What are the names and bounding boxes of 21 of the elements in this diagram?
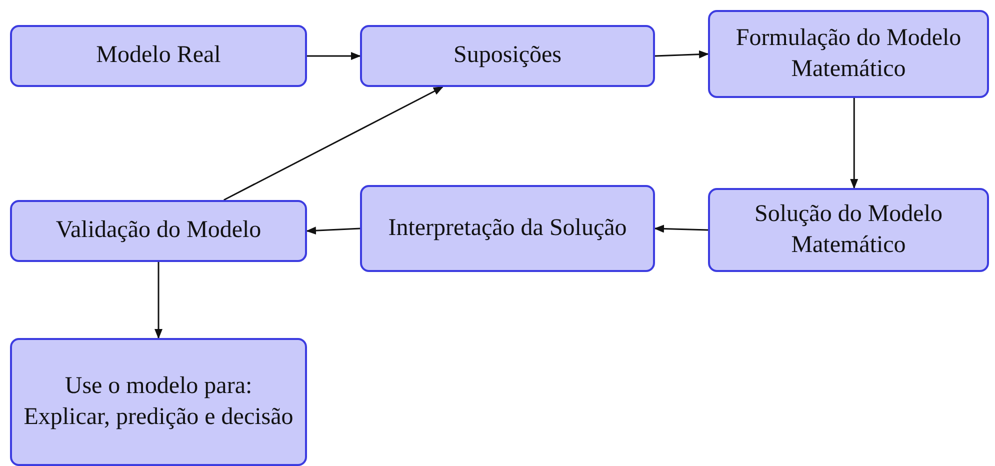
arrow: [224, 86, 444, 201]
arrow: [654, 50, 709, 58]
box-label: Solução do Modelo Matemático: [754, 200, 944, 260]
box-label: Use o modelo para: Explicar, predição e decisão: [22, 372, 294, 432]
process-box: [708, 188, 989, 272]
process-box: [360, 185, 655, 272]
arrow: [654, 224, 708, 233]
process-box: [708, 10, 989, 98]
process-box: [360, 25, 655, 87]
box-label: Validação do Modelo: [56, 216, 262, 246]
arrow: [306, 226, 360, 235]
box-label: Suposições: [454, 41, 562, 70]
arrow: [307, 52, 361, 60]
box-label: Formulação do Modelo Matemático: [734, 24, 962, 84]
process-box: [10, 25, 307, 87]
process-box: [10, 338, 307, 466]
box-label: Interpretação da Solução: [388, 214, 627, 243]
process-box: [10, 200, 307, 262]
box-label: Modelo Real: [96, 41, 221, 70]
arrow: [850, 98, 858, 189]
arrow: [154, 262, 162, 339]
